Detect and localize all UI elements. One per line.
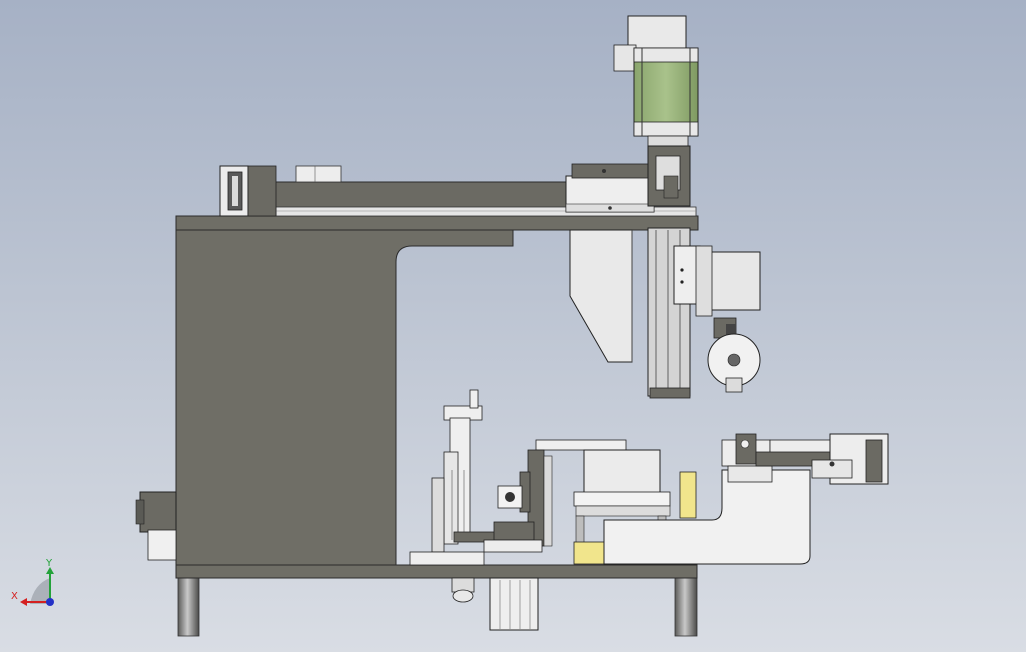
top-linear-module — [219, 163, 697, 217]
top-plate — [175, 215, 699, 231]
central-gripper — [483, 439, 627, 553]
bottom-actuators — [451, 577, 539, 631]
right-base-bracket — [603, 469, 811, 565]
yellow-block-lower — [573, 541, 605, 565]
rotary-motor — [707, 251, 761, 311]
y-axis-label: Y — [45, 558, 53, 569]
yellow-block-upper — [679, 471, 697, 519]
x-axis-label: X — [11, 591, 18, 602]
rail-body — [247, 181, 571, 209]
coupling — [647, 135, 689, 147]
axis-triad: X Y — [11, 558, 54, 606]
leg-right — [674, 577, 698, 637]
sensor-block — [295, 165, 342, 183]
machine-legs — [177, 577, 698, 637]
side-connector-box — [135, 491, 177, 561]
motor-rear-cap — [627, 15, 687, 49]
motor-body — [633, 47, 699, 137]
main-frame — [175, 215, 699, 579]
z-axis-dot — [46, 598, 54, 606]
base-plate — [175, 564, 698, 579]
vertical-fixture-left — [409, 389, 497, 566]
cylinder-housing — [573, 449, 697, 565]
motor-mount-left — [247, 165, 277, 217]
stepper-motor-top — [613, 15, 699, 207]
z-axis-module — [569, 227, 761, 399]
cylinder-bottom — [489, 577, 539, 631]
leg-left — [177, 577, 200, 637]
right-fixture — [603, 433, 889, 565]
shield-cover — [569, 229, 633, 363]
